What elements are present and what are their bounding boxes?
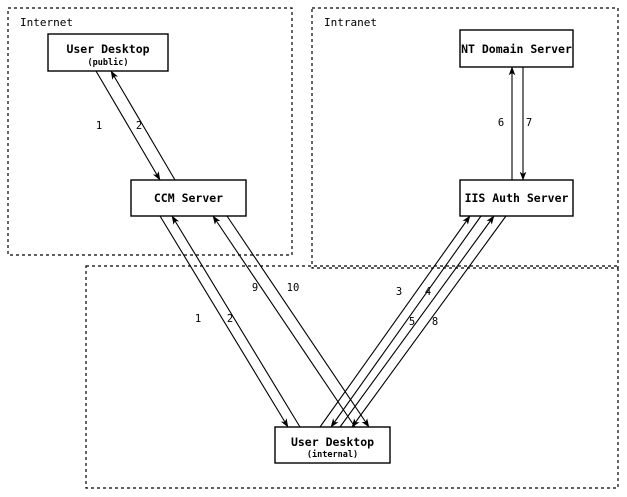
flow-line-9 — [212, 215, 356, 428]
step-label-4: 4 — [425, 286, 431, 298]
zone-intranet-boundary — [311, 7, 619, 269]
node-title-iis-auth-server: IIS Auth Server — [465, 191, 569, 205]
node-title-user-desktop-internal: User Desktop — [291, 435, 374, 449]
node-subtitle-user-desktop-public: (public) — [88, 57, 129, 68]
node-title-nt-domain-server: NT Domain Server — [461, 42, 572, 56]
zone-boundaries — [7, 7, 619, 489]
node-user-desktop-public[interactable]: User Desktop (public) — [47, 33, 169, 72]
node-iis-auth-server[interactable]: IIS Auth Server — [459, 179, 574, 217]
step-labels: 1 2 6 7 1 2 9 10 3 4 5 8 — [96, 117, 532, 328]
node-nt-domain-server[interactable]: NT Domain Server — [459, 29, 574, 68]
step-label-10: 10 — [287, 282, 300, 294]
node-box-iis-auth-server[interactable] — [459, 179, 574, 217]
step-label-5: 5 — [409, 316, 415, 328]
flow-group-iis-nt — [508, 66, 527, 181]
zone-label-internet: Internet — [20, 16, 73, 29]
flow-line-2-public — [110, 70, 176, 181]
step-label-1-internal: 1 — [195, 313, 201, 325]
flow-line-4 — [330, 215, 482, 428]
step-label-3: 3 — [396, 286, 402, 298]
flow-line-2-internal — [171, 215, 301, 428]
node-box-user-desktop-internal[interactable] — [274, 426, 391, 464]
flow-group-internal-iis-outer — [319, 215, 482, 428]
node-title-ccm-server: CCM Server — [154, 191, 223, 205]
step-label-2-public: 2 — [136, 120, 142, 132]
step-label-1-public: 1 — [96, 120, 102, 132]
flow-line-8 — [351, 215, 507, 428]
flow-line-10 — [226, 215, 370, 428]
step-label-6: 6 — [498, 117, 504, 129]
zone-internet-boundary — [7, 7, 293, 256]
flow-line-1-public — [95, 70, 161, 181]
node-user-desktop-internal[interactable]: User Desktop (internal) — [274, 426, 391, 464]
node-box-user-desktop-public[interactable] — [47, 33, 169, 72]
node-box-ccm-server[interactable] — [130, 179, 247, 217]
node-box-nt-domain-server[interactable] — [459, 29, 574, 68]
flow-line-3 — [319, 215, 471, 428]
step-label-8: 8 — [432, 316, 438, 328]
node-title-user-desktop-public: User Desktop — [66, 42, 149, 56]
zone-label-intranet: Intranet — [324, 16, 377, 29]
flow-group-public-ccm — [95, 70, 176, 181]
step-label-7: 7 — [526, 117, 532, 129]
step-label-9: 9 — [252, 282, 258, 294]
flow-group-internal-iis-inner — [339, 215, 507, 428]
node-ccm-server[interactable]: CCM Server — [130, 179, 247, 217]
step-label-2-internal: 2 — [227, 313, 233, 325]
flow-group-internal-ccm-left — [159, 215, 301, 428]
flow-line-1-internal — [159, 215, 289, 428]
flow-line-5 — [339, 215, 495, 428]
node-subtitle-user-desktop-internal: (internal) — [307, 449, 358, 460]
zone-internal-boundary — [85, 265, 619, 489]
